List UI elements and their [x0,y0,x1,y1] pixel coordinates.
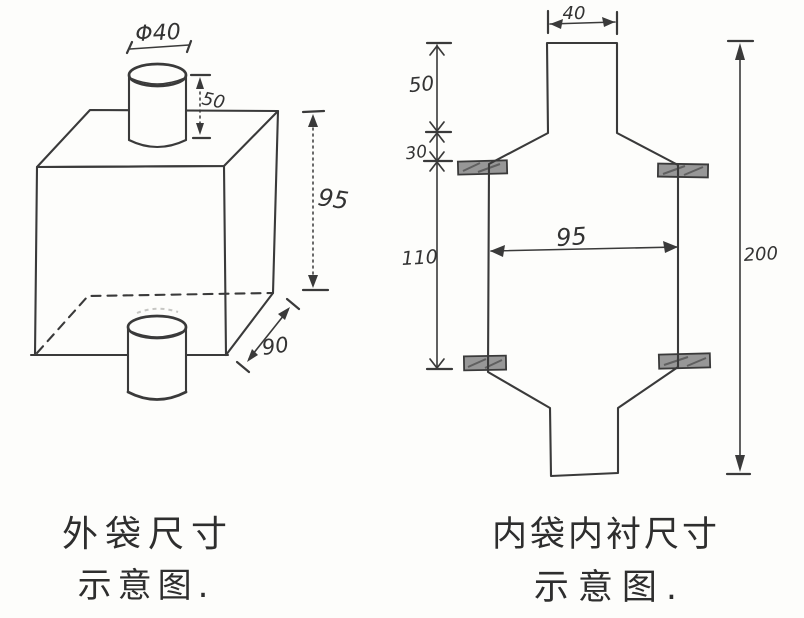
top-spout-fill [129,64,186,147]
dim-arrow-up [308,114,318,127]
dim-body-height: 95 [301,109,350,292]
dim-label-body-width: 95 [555,222,587,252]
liner-outline [486,41,680,478]
bottom-hole-ghost-arc [136,307,179,314]
dim-left-column: 50 30 110 [401,41,454,371]
bottom-spout-fill [128,316,186,400]
dim-arrow-right [602,17,615,27]
bottom-spout-sides [126,325,188,394]
bottom-spout-bottom-arc [126,390,188,401]
tab-bottom-right [657,352,712,370]
dim-arrow-down [308,275,318,288]
dim-label-neck-width: 40 [563,3,586,24]
dim-line [129,44,190,50]
dim-arrow-left [550,19,563,29]
dim-label-neck-height: 50 [408,71,435,97]
bottom-spout-rim-inner [129,330,185,338]
dim-tick-bottom [235,360,251,374]
inner-liner-caption-line2: 示意图. [534,568,686,608]
dim-tick-top [301,109,326,114]
outer-bag-caption-line2: 示意图. [78,566,215,606]
dim-arrow-down [196,123,204,135]
dim-label-spout-height: 50 [200,88,227,113]
dim-tick-top [285,297,301,311]
dim-overall-height: 200 [725,39,779,476]
top-spout-bottom-arc [127,138,188,149]
dim-body-width: 95 [490,222,678,257]
dim-arrow-up [196,77,204,89]
dim-label-diameter: Φ40 [135,20,182,47]
dim-arrow-right [663,241,678,253]
outer-bag-caption-line1: 外袋尺寸 [62,514,234,555]
dim-arrow-upper [278,307,290,320]
dim-spout-diameter: Φ40 [125,20,193,55]
dim-body-depth: 90 [235,297,301,374]
tab-bottom-right-hatch [663,356,707,367]
tab-bottom-left [462,354,508,372]
liner-tabs [456,159,712,372]
dim-arrow-left [490,245,505,257]
inner-liner-caption-line1: 内袋内衬尺寸 [492,515,720,555]
tab-top-left [456,159,509,176]
top-spout-sides [127,73,188,142]
dim-arrow-lower [247,349,258,362]
dim-arrow-down [735,455,745,472]
tab-top-right [656,162,710,179]
dim-label-shoulder-height: 30 [404,142,428,164]
dim-line [490,246,678,252]
dim-label-body-height: 110 [401,246,438,270]
dim-label-body-depth: 90 [260,332,290,359]
dim-label-overall-height: 200 [743,243,778,266]
tab-top-right-hatch [662,165,704,176]
box-right-face-edges [224,109,280,357]
top-spout-rim-inner [129,77,186,85]
box-hidden-edges [35,291,275,355]
dim-line [248,309,289,360]
dim-neck-width: 40 [546,3,619,36]
outer-bag-figure: Φ40 50 95 90 外 [29,20,350,606]
dim-spout-height: 50 [189,73,227,140]
dim-tick [125,39,193,55]
dim-label-body-height: 95 [316,183,350,215]
inner-liner-figure: 40 50 30 110 95 [401,3,779,608]
